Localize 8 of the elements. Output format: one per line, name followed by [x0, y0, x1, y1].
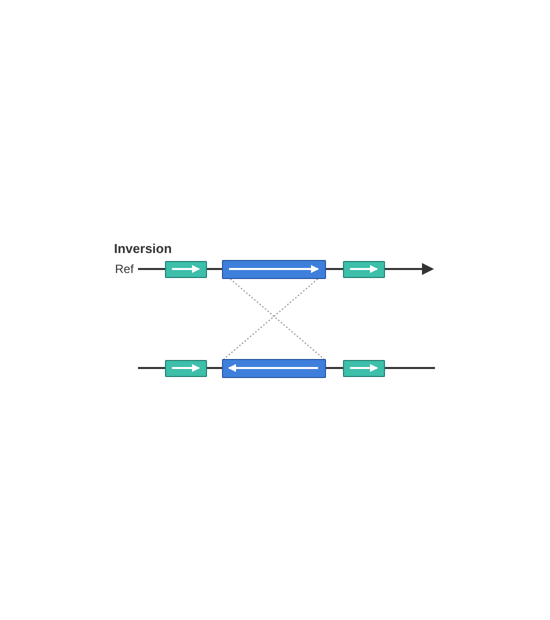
- inverted-segment-box: [222, 359, 326, 378]
- gene-segment-box: [343, 360, 385, 377]
- gene-segment-box: [165, 261, 207, 278]
- gene-segment-box: [165, 360, 207, 377]
- inverted-segment-box: [222, 260, 326, 279]
- sequence-label: Ref: [115, 262, 134, 276]
- diagram-title: Inversion: [114, 241, 172, 256]
- gene-segment-box: [343, 261, 385, 278]
